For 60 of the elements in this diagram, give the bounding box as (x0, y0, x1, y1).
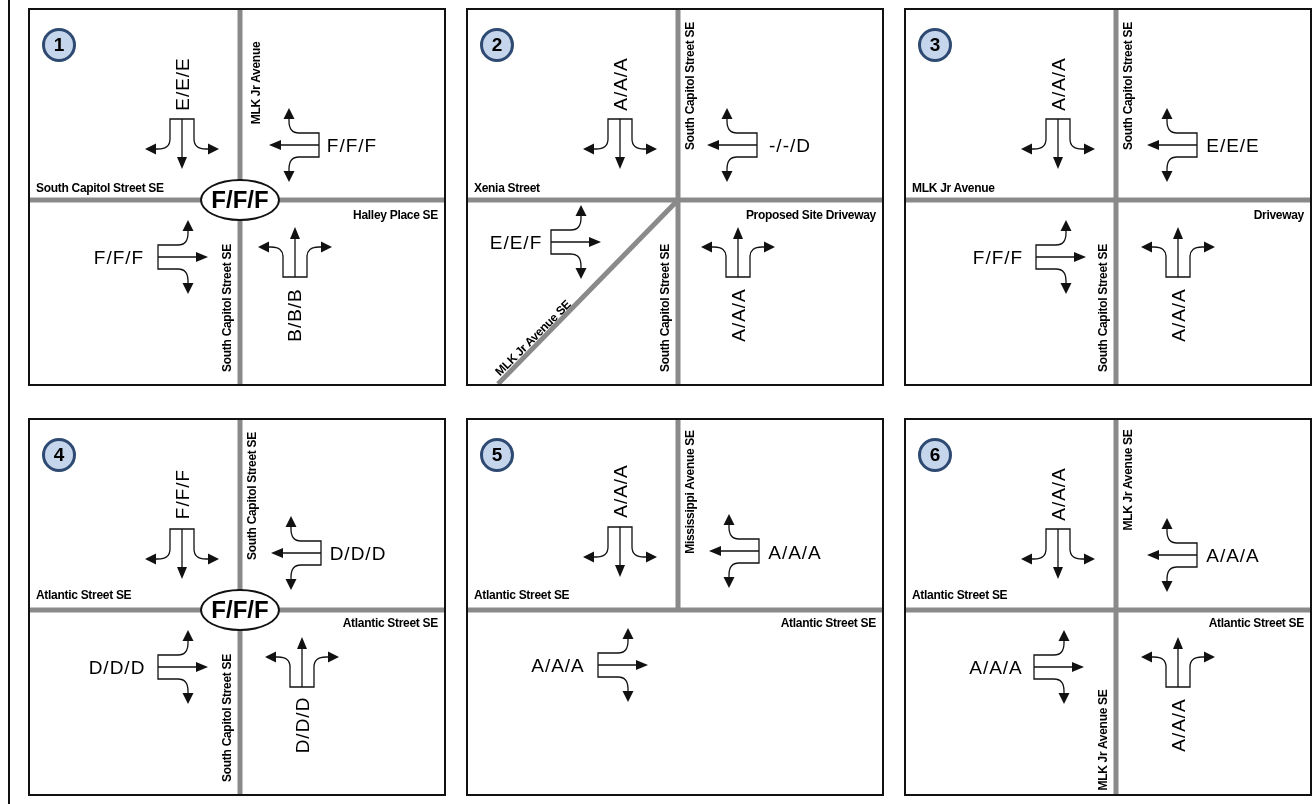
street-name: Atlantic Street SE (474, 589, 570, 601)
intersection-panel (904, 418, 1312, 796)
level-of-service-label: A/A/A (1048, 57, 1068, 111)
level-of-service-label: A/A/A (1206, 545, 1260, 565)
number-badge: 3 (918, 28, 952, 62)
level-of-service-label: A/A/A (1048, 467, 1068, 521)
intersection-panel (904, 8, 1312, 386)
street-name: Atlantic Street SE (912, 589, 1008, 601)
street-name: Xenia Street (474, 182, 540, 194)
level-of-service-label: A/A/A (728, 288, 748, 342)
level-of-service-label: E/E/E (172, 57, 192, 111)
number-badge: 2 (480, 28, 514, 62)
street-name: South Capitol Street SE (684, 22, 696, 150)
level-of-service-label: E/E/E (1206, 135, 1260, 155)
number-badge: 5 (480, 438, 514, 472)
level-of-service-label: A/A/A (768, 542, 822, 562)
number-badge: 1 (42, 28, 76, 62)
street-name: MLK Jr Avenue SE (1122, 429, 1134, 531)
intersection-panel (466, 418, 884, 796)
level-of-service-label: D/D/D (329, 543, 387, 563)
street-name: South Capitol Street SE (1097, 244, 1109, 372)
level-of-service-label: A/A/A (610, 464, 630, 518)
street-name: Atlantic Street SE (342, 617, 438, 629)
level-of-service-label: F/F/F (172, 468, 192, 520)
level-of-service-label: -/-/D (769, 135, 811, 155)
level-of-service-label: B/B/B (284, 288, 304, 342)
level-of-service-label: D/D/D (292, 696, 312, 754)
level-of-service-label: F/F/F (972, 247, 1024, 267)
number-badge: 4 (42, 438, 76, 472)
street-name: South Capitol Street SE (246, 432, 258, 560)
overall-level-of-service-ellipse: F/F/F (200, 589, 280, 631)
street-name: MLK Jr Avenue (912, 182, 995, 194)
street-name: MLK Jr Avenue SE (1097, 689, 1109, 791)
level-of-service-label: A/A/A (610, 57, 630, 111)
street-name: South Capitol Street SE (659, 244, 671, 372)
level-of-service-label: F/F/F (93, 247, 145, 267)
street-name: Atlantic Street SE (1208, 617, 1304, 629)
intersection-panel (28, 8, 446, 386)
level-of-service-label: A/A/A (969, 657, 1023, 677)
level-of-service-label: A/A/A (1168, 698, 1188, 752)
street-name: Atlantic Street SE (780, 617, 876, 629)
level-of-service-label: A/A/A (531, 655, 585, 675)
overall-level-of-service-ellipse: F/F/F (200, 179, 280, 221)
number-badge: 6 (918, 438, 952, 472)
street-name: MLK Jr Avenue (250, 41, 262, 125)
street-name: Mississippi Avenue SE (684, 430, 696, 554)
level-of-service-label: F/F/F (326, 135, 378, 155)
intersection-panel (28, 418, 446, 796)
street-name: South Capitol Street SE (221, 654, 233, 782)
level-of-service-label: E/E/F (489, 232, 543, 252)
level-of-service-label: A/A/A (1168, 288, 1188, 342)
level-of-service-label: D/D/D (88, 657, 146, 677)
street-name: Driveway (1253, 209, 1304, 221)
street-name: Proposed Site Driveway (745, 209, 876, 221)
street-name: Atlantic Street SE (36, 589, 132, 601)
intersection-panel (466, 8, 884, 386)
street-name: South Capitol Street SE (36, 182, 164, 194)
street-name: South Capitol Street SE (1122, 22, 1134, 150)
street-name: South Capitol Street SE (221, 244, 233, 372)
street-name: Halley Place SE (353, 209, 438, 221)
